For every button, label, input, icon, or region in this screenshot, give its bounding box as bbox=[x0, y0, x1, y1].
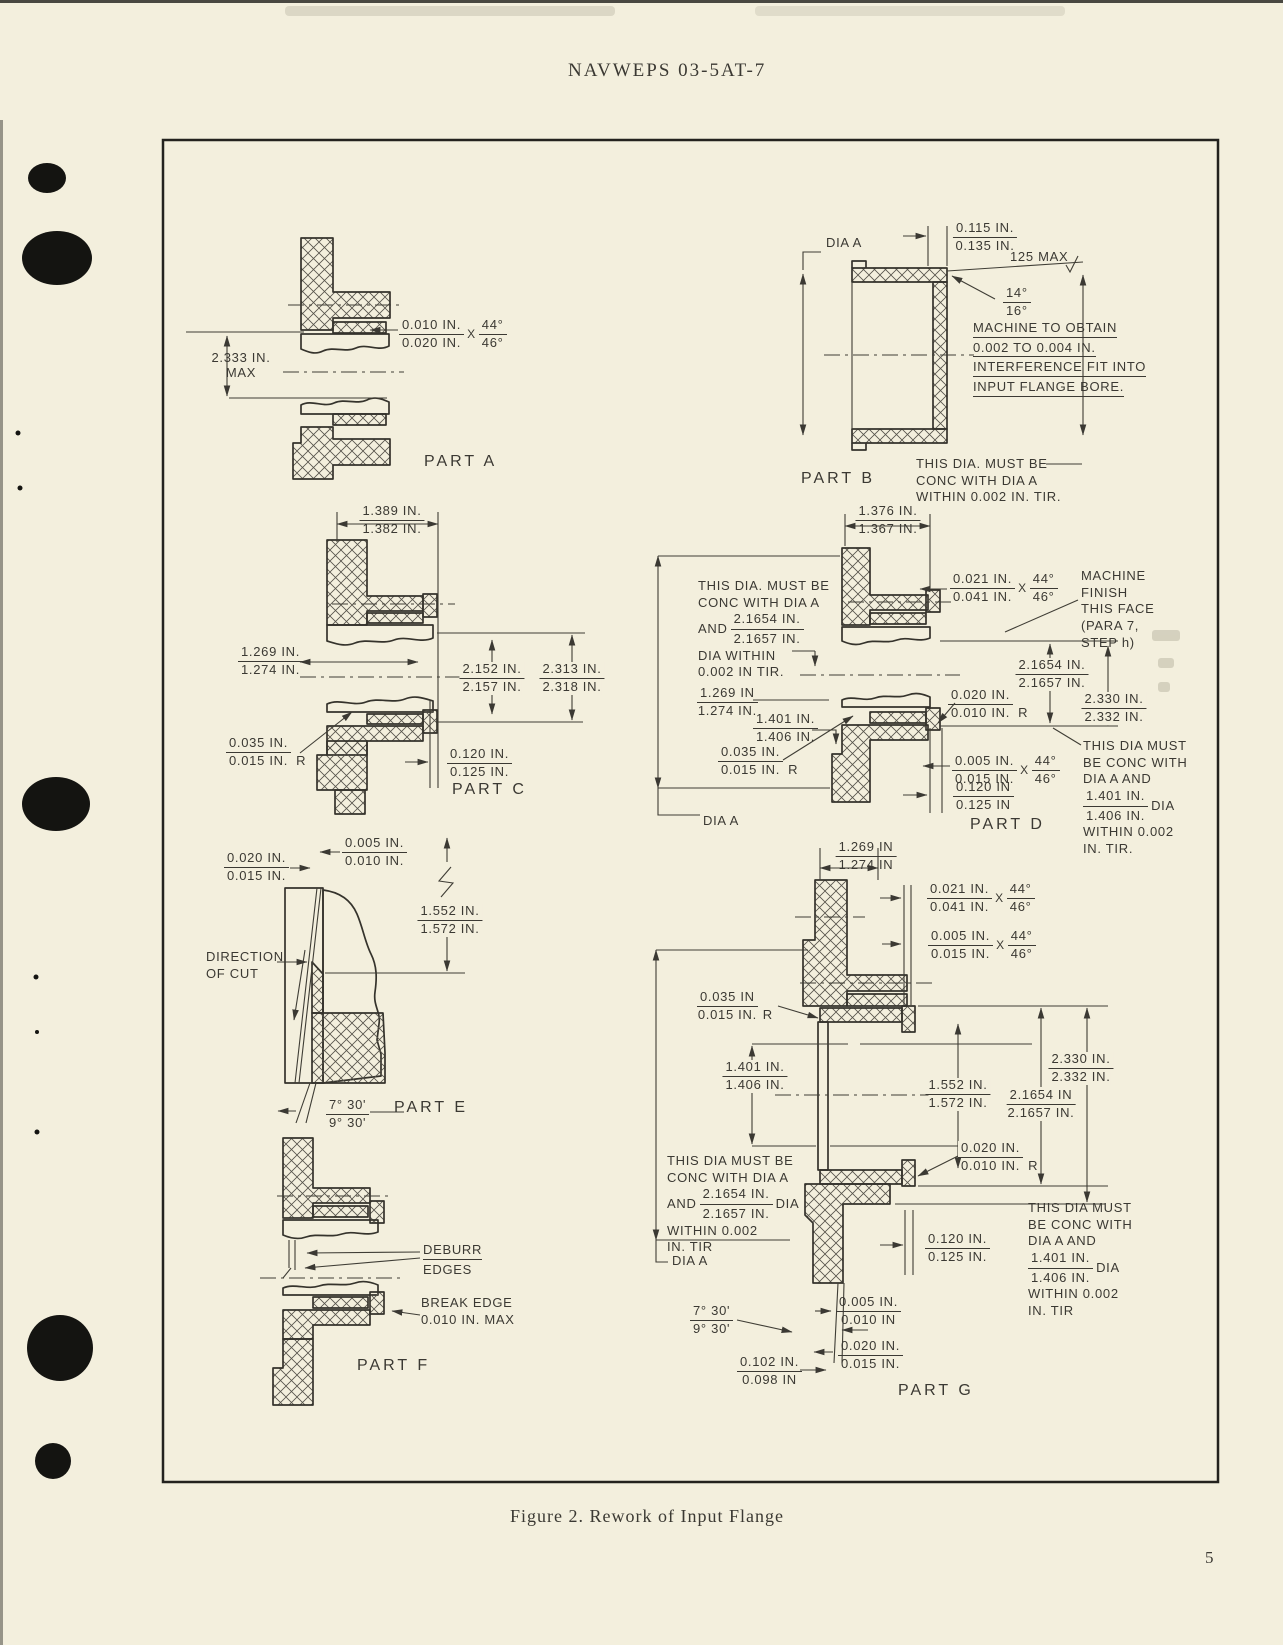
dim-radius-c: 0.035 IN.0.015 IN. R bbox=[226, 735, 306, 769]
note-break-edge-f: BREAK EDGE 0.010 IN. MAX bbox=[421, 1295, 515, 1327]
dim-kerf1-e: 0.005 IN.0.010 IN. bbox=[342, 835, 408, 869]
dim-width-d: 1.376 IN.1.367 IN. bbox=[855, 503, 921, 537]
dim-1552-e: 1.552 IN.1.572 IN. bbox=[417, 903, 483, 937]
part-a-drawing bbox=[186, 237, 404, 480]
dim-1401-d: 1.401 IN.1.406 IN. bbox=[753, 711, 819, 745]
dim-r020-d: 0.020 IN.0.010 IN. R bbox=[948, 687, 1028, 721]
dim-2330-d: 2.330 IN.2.332 IN. bbox=[1081, 691, 1147, 725]
note-machine-d: MACHINE FINISH THIS FACE (PARA 7, STEP h… bbox=[1081, 568, 1155, 650]
page-number: 5 bbox=[1205, 1548, 1214, 1567]
part-a-label: PART A bbox=[424, 453, 498, 470]
note-conc-left-g: THIS DIA MUST BE CONC WITH DIA A AND 2.1… bbox=[667, 1153, 800, 1255]
dim-angle-g: 7° 30'9° 30' bbox=[690, 1303, 734, 1337]
note-conc-right-d: THIS DIA MUST BE CONC WITH DIA A AND 1.4… bbox=[1083, 738, 1188, 856]
part-b-label: PART B bbox=[801, 470, 876, 487]
dim-chamfer2-d: 0.005 IN.0.015 IN. X 44°46° bbox=[952, 753, 1060, 787]
dim-2165-d: 2.1654 IN.2.1657 IN. bbox=[1015, 657, 1089, 691]
dim-wall-b: 0.115 IN.0.135 IN. bbox=[952, 220, 1018, 254]
punch-holes bbox=[15, 163, 93, 1479]
dim-angle-b: 14°16° bbox=[1003, 285, 1031, 319]
dim-angle-e: 7° 30'9° 30' bbox=[326, 1097, 370, 1131]
dim-dia1-c: 2.152 IN.2.157 IN. bbox=[459, 661, 525, 695]
part-g-drawing bbox=[652, 848, 1108, 1374]
dim-2333-max: 2.333 IN. MAX bbox=[211, 350, 271, 380]
dim-dia-a-d: DIA A bbox=[703, 813, 740, 828]
note-machine-b: MACHINE TO OBTAIN 0.002 TO 0.004 IN. INT… bbox=[973, 320, 1147, 399]
figure-caption: Figure 2. Rework of Input Flange bbox=[510, 1506, 784, 1526]
dim-offset-g: 0.102 IN.0.098 IN bbox=[737, 1354, 803, 1388]
dim-depth-c: 0.120 IN.0.125 IN. bbox=[447, 746, 513, 780]
note-conc-b: THIS DIA. MUST BE CONC WITH DIA A WITHIN… bbox=[916, 456, 1062, 505]
dim-r035-d: 0.035 IN.0.015 IN. R bbox=[718, 744, 798, 778]
note-conc-right-g: THIS DIA MUST BE CONC WITH DIA A AND 1.4… bbox=[1028, 1200, 1133, 1318]
dim-chamfer1-g: 0.021 IN.0.041 IN. X 44°46° bbox=[927, 881, 1035, 915]
part-c-drawing bbox=[299, 512, 585, 815]
dim-kerf2-e: 0.020 IN.0.015 IN. bbox=[224, 850, 290, 884]
dim-kerf1-g: 0.005 IN.0.010 IN bbox=[836, 1294, 902, 1328]
part-g-label: PART G bbox=[898, 1382, 974, 1399]
dim-1401-g: 1.401 IN.1.406 IN. bbox=[722, 1059, 788, 1093]
dim-dia-a-b: DIA A bbox=[826, 235, 863, 250]
dim-chamfer1-d: 0.021 IN.0.041 IN. X 44°46° bbox=[950, 571, 1058, 605]
dim-dia-a-g: DIA A bbox=[672, 1253, 709, 1268]
dim-chamfer2-g: 0.005 IN.0.015 IN. X 44°46° bbox=[928, 928, 1036, 962]
dim-dia2-c: 2.313 IN.2.318 IN. bbox=[539, 661, 605, 695]
dim-depth-g: 0.120 IN.0.125 IN. bbox=[925, 1231, 991, 1265]
part-f-drawing bbox=[260, 1137, 421, 1406]
note-direction-e: DIRECTION OF CUT bbox=[206, 949, 284, 981]
note-conc-left-d: THIS DIA. MUST BE CONC WITH DIA A AND 2.… bbox=[698, 578, 830, 680]
figure-frame bbox=[161, 138, 1220, 1484]
part-e-label: PART E bbox=[394, 1099, 469, 1116]
part-d-label: PART D bbox=[970, 816, 1045, 833]
dim-1552-g: 1.552 IN.1.572 IN. bbox=[925, 1077, 991, 1111]
dim-width-c: 1.389 IN.1.382 IN. bbox=[359, 503, 425, 537]
dim-kerf2-g: 0.020 IN.0.015 IN. bbox=[838, 1338, 904, 1372]
part-e-drawing bbox=[277, 837, 465, 1124]
dim-finish-b: 125 MAX bbox=[1010, 249, 1069, 264]
dim-2330-g: 2.330 IN.2.332 IN. bbox=[1048, 1051, 1114, 1085]
part-d-drawing bbox=[654, 514, 1118, 816]
part-f-label: PART F bbox=[357, 1357, 431, 1374]
part-c-label: PART C bbox=[452, 781, 527, 798]
note-deburr-f: DEBURR EDGES bbox=[423, 1242, 483, 1277]
dim-r020-g: 0.020 IN.0.010 IN. R bbox=[958, 1140, 1038, 1174]
dim-chamfer-a: 0.010 IN.0.020 IN. X 44°46° bbox=[399, 317, 507, 351]
page-header: NAVWEPS 03-5AT-7 bbox=[568, 60, 767, 81]
part-b-drawing bbox=[799, 226, 1087, 465]
dim-bore-c: 1.269 IN.1.274 IN. bbox=[238, 644, 304, 678]
